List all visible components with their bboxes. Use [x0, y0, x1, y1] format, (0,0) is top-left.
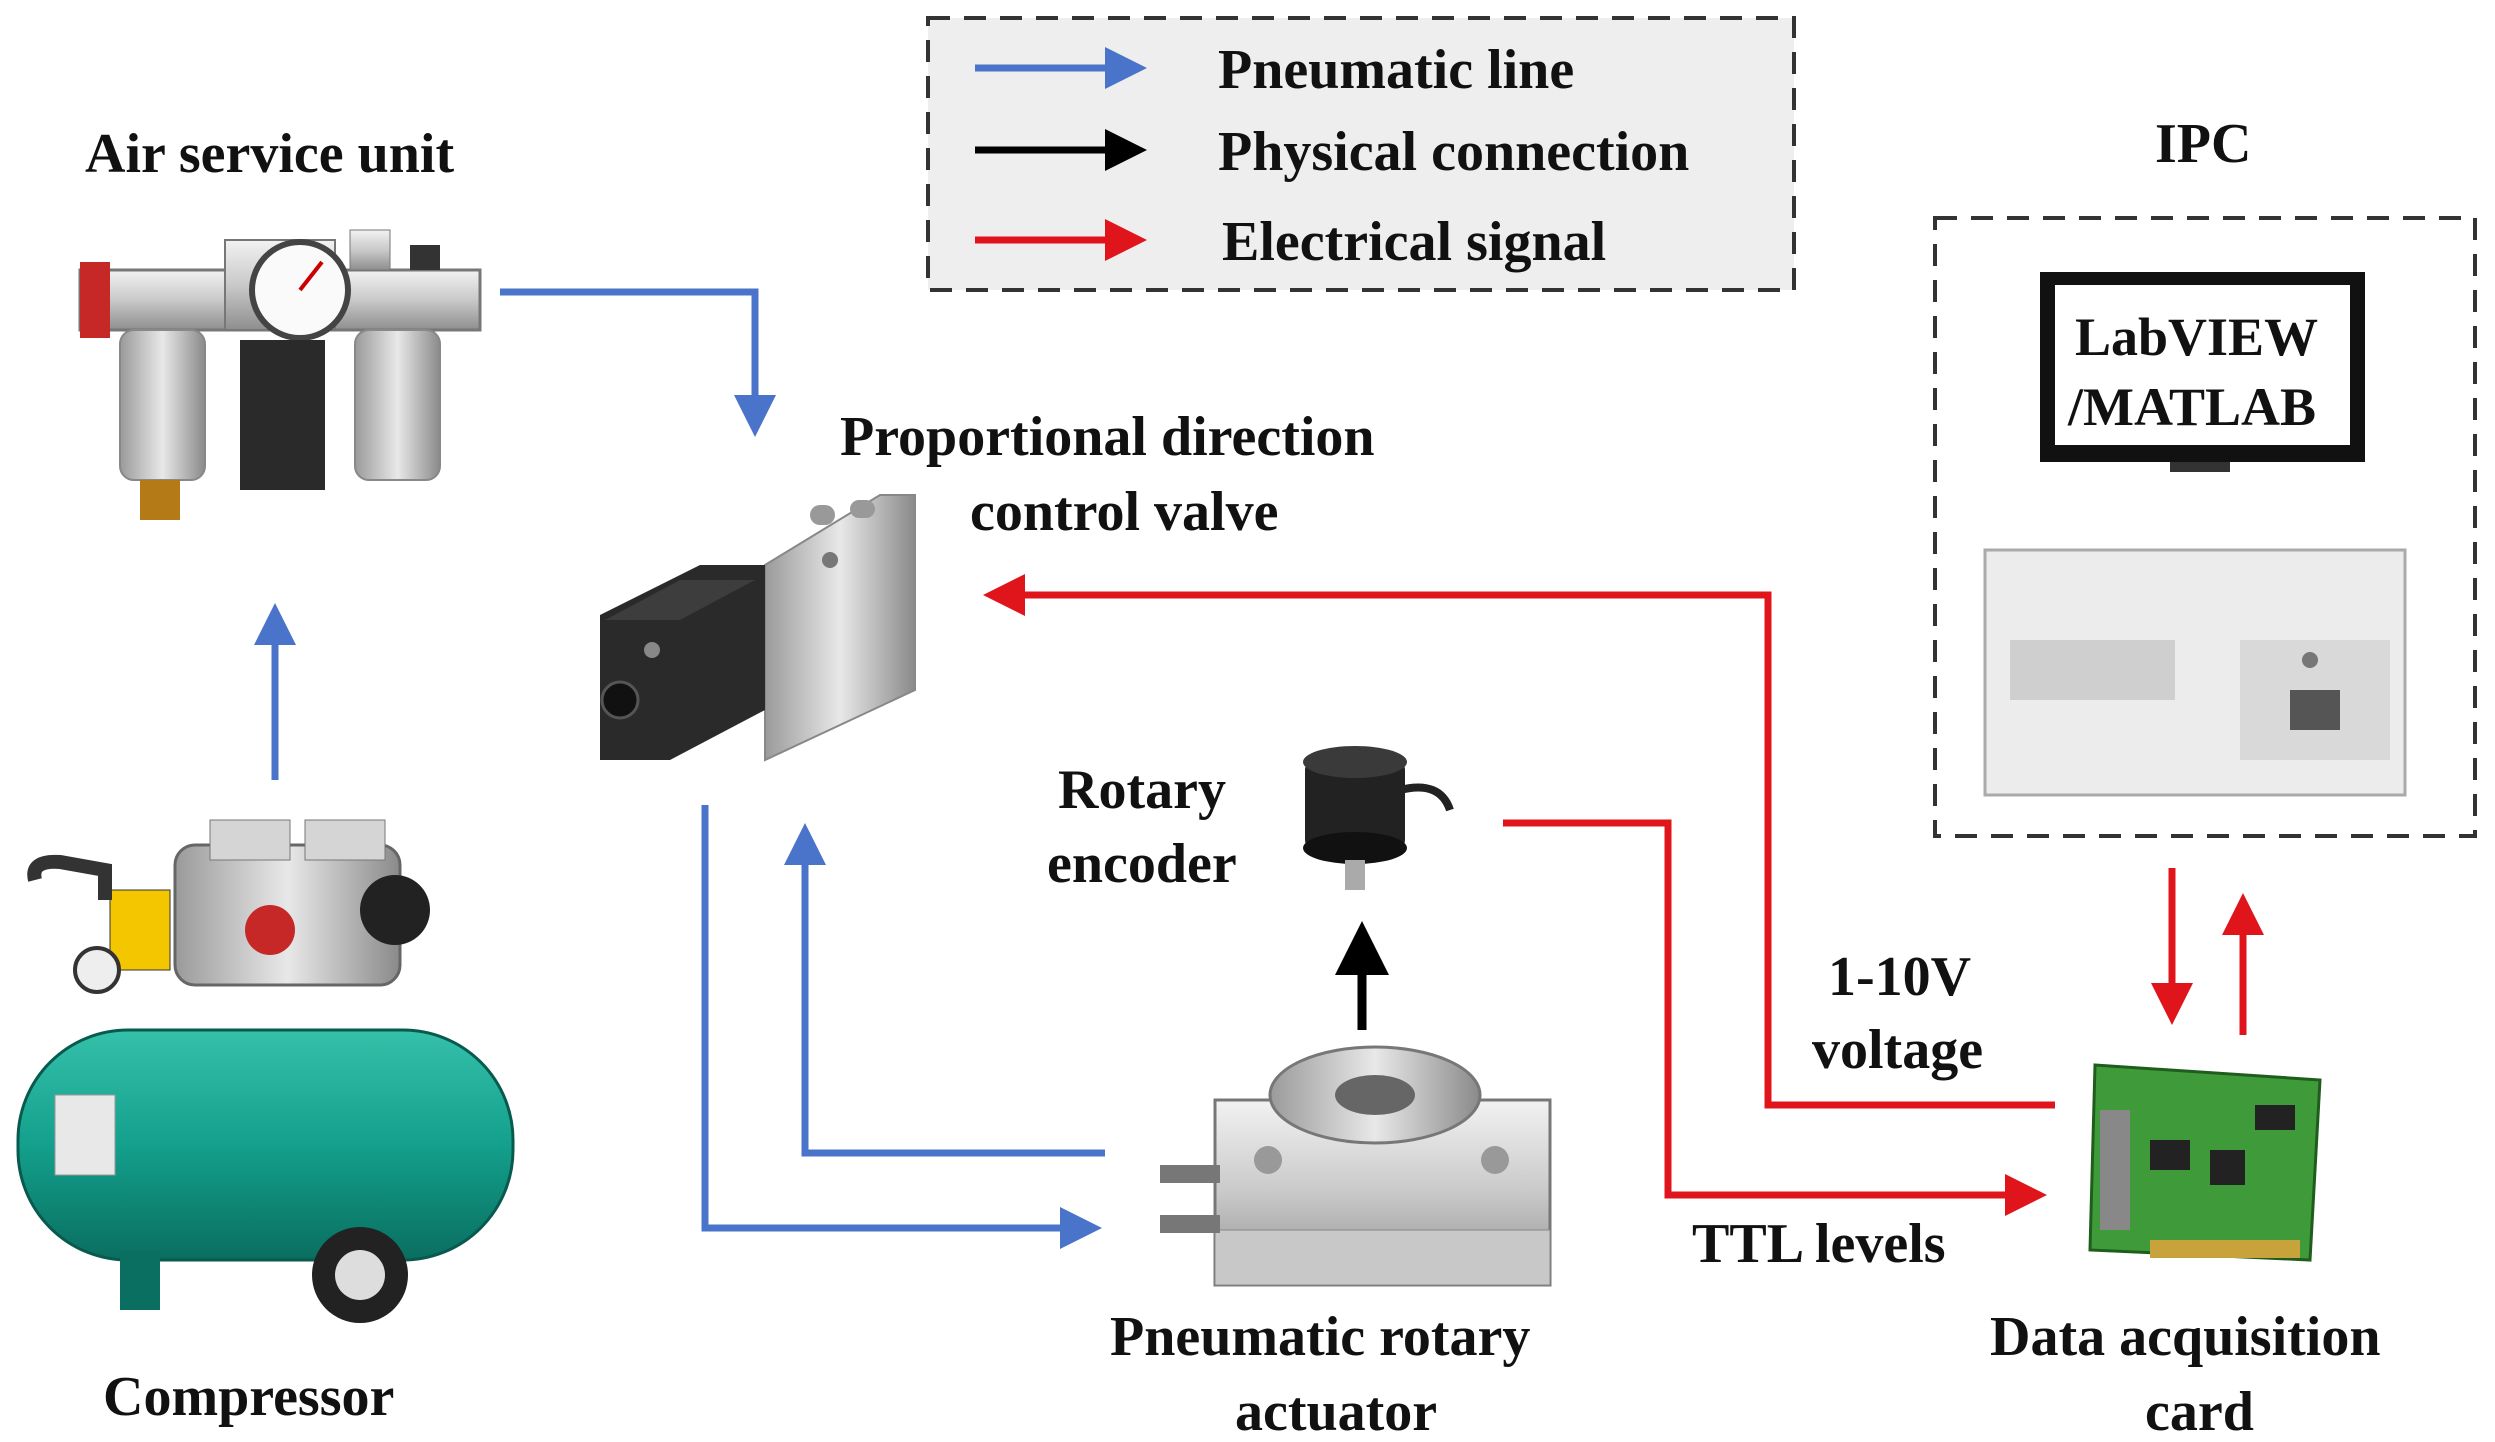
daq-to-valve-arrow — [983, 574, 2055, 1109]
data-acquisition-card: Data acquisition card — [1990, 1063, 2381, 1442]
compressor-label: Compressor — [103, 1366, 394, 1428]
electrical-connections — [983, 574, 2264, 1216]
pneumatic-rotary-actuator: Pneumatic rotary actuator — [1110, 1045, 1552, 1442]
air-service-unit: Air service unit — [78, 123, 482, 520]
ttl-label: TTL levels — [1692, 1213, 1946, 1275]
legend-pneumatic-label: Pneumatic line — [1218, 39, 1574, 101]
valve-label-line2: control valve — [970, 481, 1278, 543]
encoder-label-line1: Rotary — [1058, 759, 1226, 821]
ipc-box — [1933, 216, 2477, 838]
actuator-label-line1: Pneumatic rotary — [1110, 1306, 1530, 1368]
ipc: IPC LabVIEW /MATLAB — [1933, 113, 2477, 838]
screen-text-line1: LabVIEW — [2075, 307, 2318, 367]
valve-to-actuator-arrow — [701, 805, 1102, 1249]
legend-physical-label: Physical connection — [1218, 121, 1689, 183]
actuator-label-line2: actuator — [1235, 1381, 1437, 1442]
encoder-label-line2: encoder — [1047, 833, 1237, 895]
legend: Pneumatic line Physical connection Elect… — [926, 16, 1796, 292]
legend-box — [926, 16, 1796, 292]
screen-text-line2: /MATLAB — [2067, 377, 2316, 437]
compressor: Compressor — [16, 819, 515, 1428]
pneumatic-connections — [254, 288, 1105, 1249]
compressor-gauge-icon — [73, 946, 121, 994]
air-unit-to-valve-arrow — [500, 288, 776, 437]
rotary-encoder: Rotary encoder — [1047, 746, 1454, 895]
daq-label-line2: card — [2145, 1381, 2254, 1442]
ipc-label: IPC — [2155, 113, 2251, 175]
legend-electrical-label: Electrical signal — [1222, 211, 1606, 273]
air-service-unit-label: Air service unit — [85, 123, 454, 185]
encoder-to-daq-arrow — [1503, 819, 2047, 1216]
proportional-valve: Proportional direction control valve — [600, 406, 1375, 762]
daq-label-line1: Data acquisition — [1990, 1306, 2381, 1368]
actuator-to-valve-arrow — [784, 823, 1105, 1157]
voltage-label-line2: voltage — [1812, 1019, 1983, 1081]
valve-connector-icon — [600, 680, 640, 720]
valve-label-line1: Proportional direction — [840, 406, 1375, 468]
voltage-label-line1: 1-10V — [1828, 946, 1971, 1008]
